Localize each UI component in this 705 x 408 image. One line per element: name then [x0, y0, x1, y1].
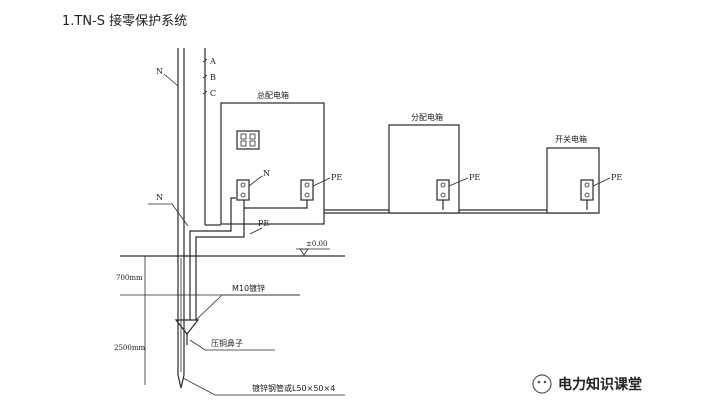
main-distribution-box: [220, 102, 325, 225]
pe-main-terminal-2: [304, 192, 310, 198]
n-internal-wire: [189, 197, 236, 250]
pe-ground-label: PE: [258, 219, 269, 228]
level-label: ±0.00: [306, 240, 327, 248]
pe-main-terminal-1: [304, 182, 310, 188]
distribution-box: [388, 124, 460, 214]
pe-main-label: PE: [331, 173, 342, 182]
n-mid-label: N: [156, 193, 163, 202]
phase-label-c: C: [210, 89, 216, 98]
n-terminal-2: [240, 192, 246, 198]
main-box-label: 总配电箱: [257, 90, 289, 100]
breaker-terminal-4: [249, 140, 256, 147]
n-terminal-block: [236, 179, 250, 201]
earth-rod-tip: [177, 374, 185, 389]
pe-main-link: [244, 200, 308, 209]
n-top-leader: [163, 73, 179, 87]
distribution-box-label: 分配电箱: [411, 112, 443, 122]
pe-switch-terminal-2: [584, 192, 590, 198]
breaker-symbol: [236, 130, 260, 150]
rebar-label: M10镀锌: [232, 283, 265, 293]
breaker-terminal-2: [249, 133, 256, 140]
clamp-icon: [174, 319, 200, 335]
n-terminal-1: [240, 182, 246, 188]
n-mid-leader: [148, 203, 189, 227]
n-box-label: N: [263, 169, 270, 178]
watermark-text: 电力知识课堂: [558, 376, 642, 393]
pe-switch-leader: [592, 177, 611, 187]
wechat-logo-icon: [532, 374, 552, 394]
pe-switch-label: PE: [611, 173, 622, 182]
pe-ground-leader: [249, 227, 263, 235]
rebar-leader: [195, 294, 300, 321]
breaker-terminal-3: [240, 140, 247, 147]
angle-steel-label: 镀锌钢管或L50×50×4: [252, 383, 335, 393]
wechat-logo-eye-1: [537, 380, 541, 384]
phase-marks: [202, 58, 208, 95]
n-top-label: N: [156, 67, 163, 76]
phase-label-b: B: [210, 73, 216, 82]
level-marker-icon: [299, 248, 309, 256]
page-title: 1.TN-S 接零保护系统: [62, 14, 188, 29]
angle-steel-leader: [182, 377, 345, 396]
clamp-label: 压铜鼻子: [211, 338, 243, 348]
phase-label-a: A: [209, 57, 216, 66]
n-box-leader: [248, 175, 263, 187]
depth-700-label: 700mm: [116, 274, 143, 282]
breaker-terminal-1: [240, 133, 247, 140]
wechat-logo-eye-2: [543, 380, 547, 384]
pe-switch-terminal-1: [584, 182, 590, 188]
pe-main-leader: [312, 177, 331, 187]
pe-dist-label: PE: [469, 173, 480, 182]
pe-dist-leader: [448, 177, 469, 187]
pe-dist-terminal-1: [440, 182, 446, 188]
pe-ground-wire: [195, 200, 245, 250]
switch-box-label: 开关电箱: [555, 134, 587, 144]
depth-2500-label: 2500mm: [114, 344, 145, 352]
clamp-leader: [189, 339, 275, 351]
pe-dist-terminal-2: [440, 192, 446, 198]
